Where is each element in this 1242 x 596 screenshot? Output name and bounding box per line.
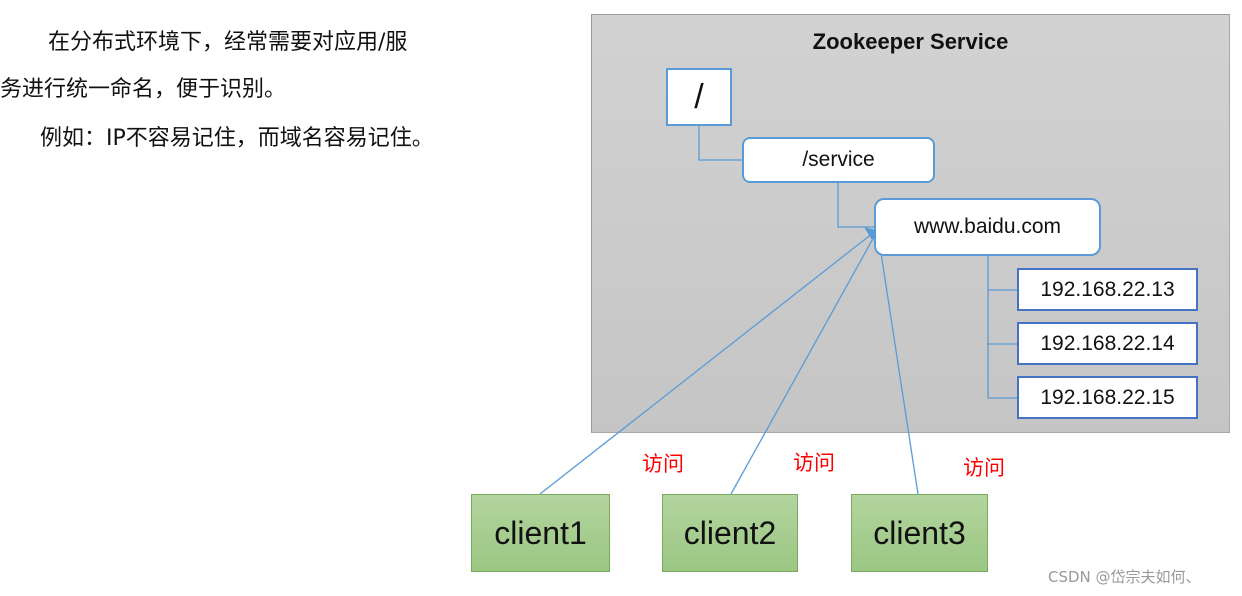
client-box-1: client1 <box>471 494 610 572</box>
znode-service: /service <box>742 137 935 183</box>
intro-paragraph-line-1: 在分布式环境下，经常需要对应用/服 <box>48 30 408 55</box>
ip-address-label: 192.168.22.13 <box>1040 277 1175 301</box>
access-label: 访问 <box>963 456 1005 480</box>
znode-domain: www.baidu.com <box>874 198 1101 256</box>
panel-title: Zookeeper Service <box>812 29 1009 54</box>
ip-node: 192.168.22.13 <box>1017 268 1198 311</box>
client-box-3: client3 <box>851 494 988 572</box>
client-label: client3 <box>873 514 966 551</box>
intro-paragraph-line-2: 务进行统一命名，便于识别。 <box>0 77 287 102</box>
client-label: client2 <box>683 514 777 551</box>
ip-address-label: 192.168.22.14 <box>1040 331 1175 355</box>
access-label: 访问 <box>793 451 835 475</box>
tree-edge-root-service <box>698 126 742 161</box>
tree-edge-domain-ips <box>987 256 1017 399</box>
ip-address-label: 192.168.22.15 <box>1040 385 1175 409</box>
ip-node: 192.168.22.14 <box>1017 322 1198 365</box>
client-label: client1 <box>494 514 587 551</box>
access-line-client3 <box>878 239 919 495</box>
watermark: CSDN @岱宗夫如何、 <box>1048 568 1201 586</box>
client-box-2: client2 <box>662 494 798 572</box>
znode-root-label: / <box>694 77 704 116</box>
access-label: 访问 <box>642 452 684 476</box>
intro-paragraph-line-3: 例如：IP不容易记住，而域名容易记住。 <box>40 126 434 151</box>
tree-edge-service-domain <box>837 183 874 228</box>
access-line-client1 <box>539 232 874 495</box>
ip-node: 192.168.22.15 <box>1017 376 1198 419</box>
znode-root: / <box>666 68 732 126</box>
znode-domain-label: www.baidu.com <box>913 215 1062 238</box>
access-line-client2 <box>730 234 876 495</box>
znode-service-label: /service <box>802 148 875 171</box>
